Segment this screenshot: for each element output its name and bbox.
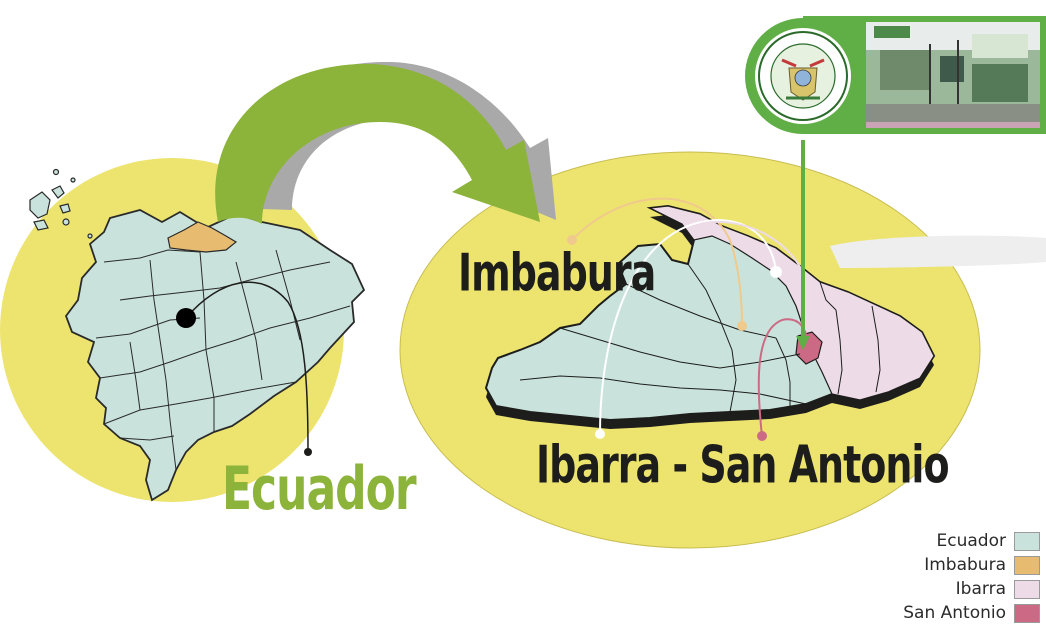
legend-label: Ibarra [955,579,1006,599]
country-label: Ecuador [222,455,417,524]
imbabura-map [484,204,936,429]
city-label: Ibarra - San Antonio [536,435,950,495]
legend-swatch [1014,555,1040,575]
galapagos-islands [29,168,93,239]
legend-item-ecuador: Ecuador [840,529,1040,553]
school-seal [758,31,848,121]
legend-swatch [1014,579,1040,599]
map-legend: Ecuador Imbabura Ibarra San Antonio [840,529,1040,625]
legend-item-san-antonio: San Antonio [840,601,1040,625]
country-pointer [176,281,312,456]
legend-item-ibarra: Ibarra [840,577,1040,601]
legend-label: San Antonio [903,603,1006,623]
ibarra-connector-a [599,218,777,435]
callout-shadow [830,235,1046,268]
ecuador-outline [64,209,366,502]
legend-swatch [1014,531,1040,551]
legend-label: Ecuador [936,531,1006,551]
legend-swatch [1014,603,1040,623]
legend-label: Imbabura [924,555,1006,575]
ecuador-map [64,209,366,502]
pin-stem [801,140,805,340]
imbabura-connector [571,197,743,327]
province-label: Imbabura [458,243,656,303]
legend-item-imbabura: Imbabura [840,553,1040,577]
ecuador-province-borders [95,249,351,471]
imbabura-province-small [167,221,238,253]
zoom-arrow [215,61,556,224]
school-photo [866,22,1040,128]
connector-lines [567,197,809,441]
